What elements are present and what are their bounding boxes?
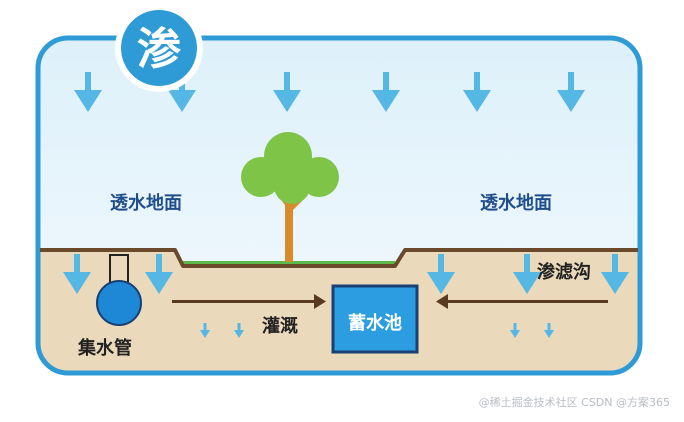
flow-arrow-left-icon xyxy=(172,294,326,309)
flow-arrow-right-icon xyxy=(436,294,608,309)
seepage-ditch-label: 渗滤沟 xyxy=(537,261,591,283)
irrigation-label: 灌溉 xyxy=(262,315,298,337)
frame-border xyxy=(35,35,643,376)
permeable-ground-left-label: 透水地面 xyxy=(110,192,182,214)
watermark-text: @稀土掘金技术社区 CSDN @方案365 xyxy=(479,395,670,409)
collection-pipe-icon xyxy=(96,254,142,326)
storage-tank-label: 蓄水池 xyxy=(348,312,402,334)
storage-tank xyxy=(331,284,419,354)
ground-surface-line xyxy=(40,248,638,268)
seep-badge: 渗 xyxy=(115,4,203,92)
grass-strip xyxy=(183,261,395,266)
collection-pipe-label: 集水管 xyxy=(77,337,132,359)
tree-icon xyxy=(241,132,339,262)
badge-text: 渗 xyxy=(137,24,181,75)
permeable-ground-right-label: 透水地面 xyxy=(480,192,552,214)
